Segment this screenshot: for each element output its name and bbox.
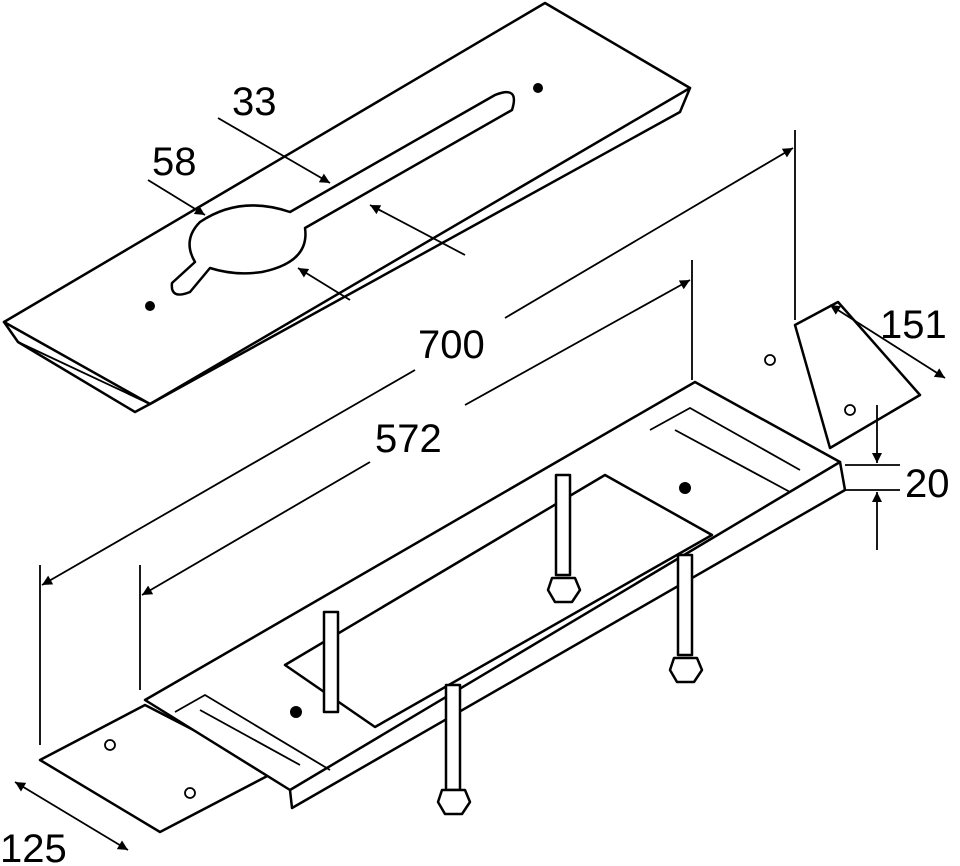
mounting-hole: [533, 83, 543, 93]
keyhole-slot: [170, 90, 516, 296]
dimension-lines: [14, 117, 946, 851]
mounting-hole: [145, 301, 155, 311]
screw: [322, 610, 340, 714]
screws: [322, 473, 704, 816]
dim-height: 20: [905, 462, 950, 506]
screw: [436, 683, 472, 816]
screw: [546, 473, 582, 604]
screw: [668, 553, 704, 684]
cover-plate: [2, 1, 692, 414]
dim-left-tab-width: 125: [0, 827, 67, 866]
dim-slot-width: 33: [232, 80, 277, 124]
dim-right-tab-width: 151: [880, 303, 947, 347]
dim-overall-length: 700: [418, 323, 485, 367]
base-frame: [38, 300, 922, 834]
dim-hole-diameter: 58: [152, 140, 197, 184]
dim-inner-length: 572: [375, 417, 442, 461]
